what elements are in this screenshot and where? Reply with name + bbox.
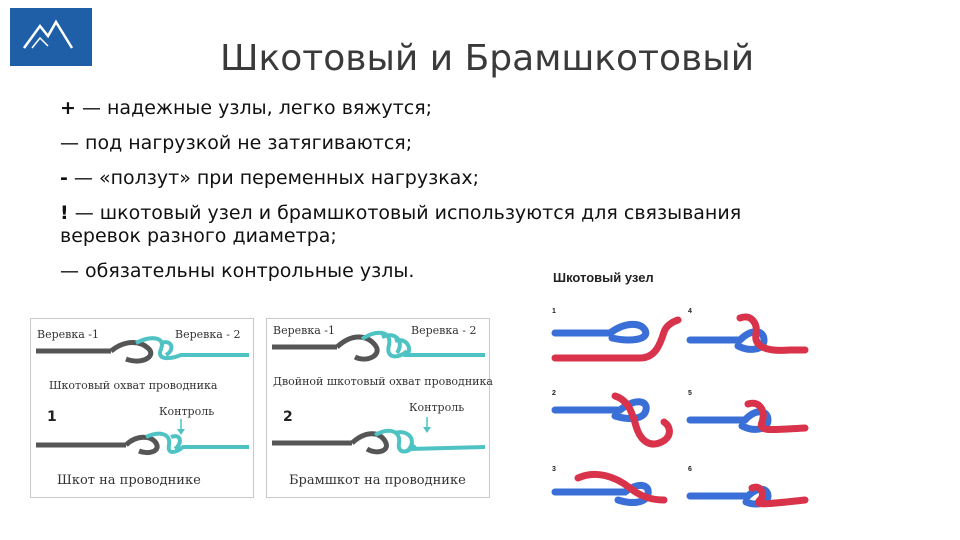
- step-number: 3: [552, 466, 556, 473]
- caption-bottom: Шкот на проводнике: [57, 473, 201, 488]
- rope2-label: Веревка - 2: [411, 324, 477, 337]
- bullet-symbol: +: [60, 97, 76, 119]
- bullet-text: — шкотовый узел и брамшкотовый использую…: [60, 202, 742, 247]
- rope1-label: Веревка -1: [273, 324, 335, 337]
- knot-step-3: [551, 470, 668, 506]
- bullet-text: — «ползут» при переменных нагрузках;: [67, 167, 479, 189]
- rope1-label: Веревка -1: [37, 328, 99, 341]
- bullet-item: — под нагрузкой не затягиваются;: [60, 132, 820, 155]
- sheet-bend-diagram: Веревка -1 Веревка - 2 Шкотовый охват пр…: [30, 318, 254, 498]
- control-label: Контроль: [159, 405, 215, 418]
- bullet-list: + — надежные узлы, легко вяжутся; — под …: [60, 97, 820, 295]
- bullet-item: + — надежные узлы, легко вяжутся;: [60, 97, 820, 120]
- slide-title: Шкотовый и Брамшкотовый: [220, 38, 755, 79]
- step-number: 1: [552, 308, 556, 315]
- bullet-item: - — «ползут» при переменных нагрузках;: [60, 167, 820, 190]
- knot-step-2: [551, 392, 673, 448]
- step-number: 2: [552, 390, 556, 397]
- bullet-text: — обязательны контрольные узлы.: [60, 260, 415, 282]
- diagram-number: 1: [47, 409, 57, 425]
- step-number: 4: [688, 308, 692, 315]
- bullet-text: — под нагрузкой не затягиваются;: [60, 132, 413, 154]
- knot-step-4: [686, 313, 809, 354]
- knot-step-1: [551, 316, 682, 362]
- step-number: 6: [688, 466, 692, 473]
- double-sheet-bend-diagram: Веревка -1 Веревка - 2 Двойной шкотовый …: [266, 318, 493, 498]
- caption-top: Двойной шкотовый охват проводника: [273, 375, 493, 388]
- steps-title: Шкотовый узел: [553, 270, 654, 285]
- caption-top: Шкотовый охват проводника: [49, 379, 218, 392]
- mountain-logo-icon: [22, 19, 74, 49]
- logo: [10, 8, 92, 66]
- knot-step-5: [686, 399, 809, 434]
- rope2-label: Веревка - 2: [175, 328, 241, 341]
- diagram-number: 2: [283, 409, 293, 425]
- knot-step-6: [686, 483, 809, 508]
- sheet-bend-rope-drawing: [36, 336, 249, 456]
- caption-bottom: Брамшкот на проводнике: [289, 473, 466, 488]
- step-number: 5: [688, 390, 692, 397]
- double-sheet-bend-rope-drawing: [272, 330, 486, 455]
- bullet-item: — обязательны контрольные узлы.: [60, 260, 820, 283]
- bullet-text: — надежные узлы, легко вяжутся;: [75, 97, 433, 119]
- control-label: Контроль: [409, 401, 465, 414]
- bullet-symbol: !: [60, 202, 69, 224]
- bullet-symbol: -: [60, 167, 68, 189]
- bullet-item: ! — шкотовый узел и брамшкотовый использ…: [60, 202, 820, 248]
